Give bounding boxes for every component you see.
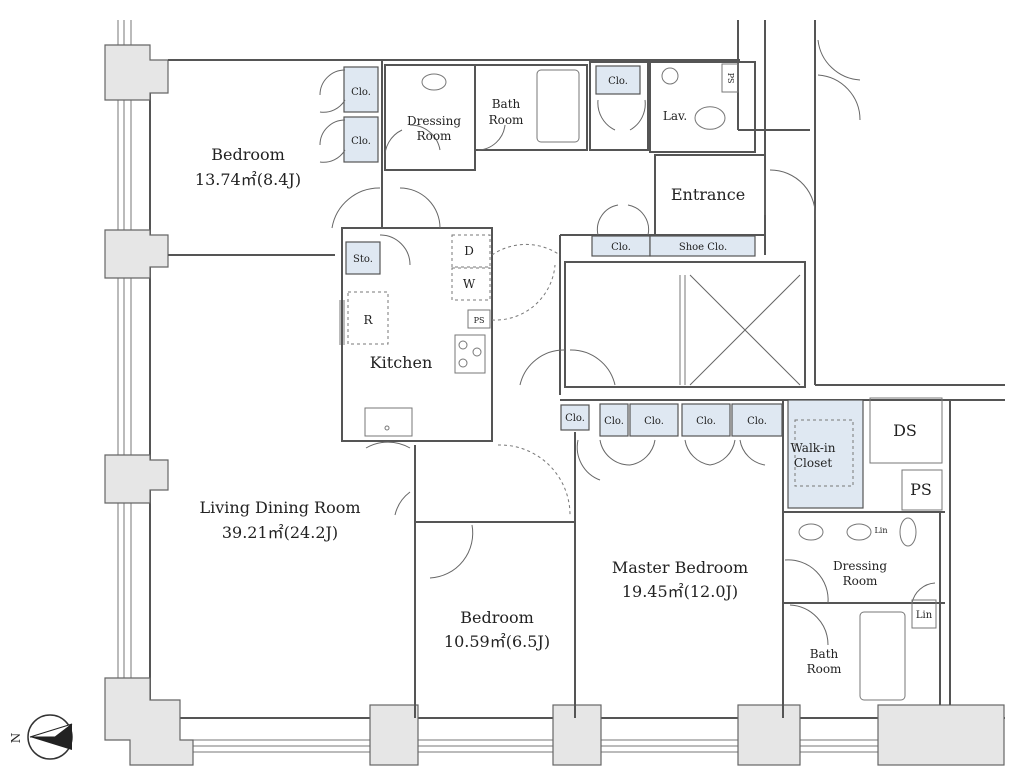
fixtures bbox=[347, 63, 943, 701]
ps-label-kitchen: PS bbox=[474, 316, 485, 325]
kitchen-name: Kitchen bbox=[370, 353, 433, 372]
ps-label-large: PS bbox=[910, 480, 932, 499]
clo-label: Clo. bbox=[604, 416, 624, 427]
sto-label: Sto. bbox=[353, 254, 373, 265]
walkin-line1: Walk-in bbox=[791, 441, 836, 455]
ps-label-lav: PS bbox=[726, 73, 735, 84]
bath2-line2: Room bbox=[807, 662, 842, 676]
bedroom1-name: Bedroom bbox=[211, 145, 285, 164]
master-bedroom-area: 19.45㎡(12.0J) bbox=[622, 582, 738, 601]
clo-label: Clo. bbox=[611, 242, 631, 253]
ldk-area: 39.21㎡(24.2J) bbox=[222, 523, 338, 542]
bedroom2-area: 10.59㎡(6.5J) bbox=[444, 632, 550, 651]
clo-label: Clo. bbox=[696, 416, 716, 427]
bedroom2-name: Bedroom bbox=[460, 608, 534, 627]
closets bbox=[343, 65, 864, 509]
interior-walls bbox=[168, 20, 1005, 718]
washer-label: W bbox=[463, 277, 476, 291]
walkin-line2: Closet bbox=[794, 456, 833, 470]
bath1-line1: Bath bbox=[492, 97, 521, 111]
ds-label: DS bbox=[893, 421, 917, 440]
clo-label: Clo. bbox=[747, 416, 767, 427]
ldk-name: Living Dining Room bbox=[199, 498, 360, 517]
clo-label: Clo. bbox=[565, 413, 585, 424]
entrance-name: Entrance bbox=[671, 185, 745, 204]
clo-label: Clo. bbox=[608, 76, 628, 87]
clo-label: Clo. bbox=[351, 87, 371, 98]
clo-label: Clo. bbox=[351, 136, 371, 147]
lav-name: Lav. bbox=[663, 109, 687, 123]
dressing2-line1: Dressing bbox=[833, 559, 887, 573]
lin-label: Lin bbox=[916, 610, 933, 621]
dressing1-line2: Room bbox=[417, 129, 452, 143]
refrigerator-label: R bbox=[363, 313, 373, 327]
north-compass-icon: N bbox=[9, 714, 73, 760]
bath1-line2: Room bbox=[489, 113, 524, 127]
dishwasher-label: D bbox=[464, 244, 474, 258]
bedroom1-area: 13.74㎡(8.4J) bbox=[195, 170, 301, 189]
doors bbox=[319, 39, 936, 646]
dressing1-line1: Dressing bbox=[407, 114, 461, 128]
master-bedroom-name: Master Bedroom bbox=[612, 558, 748, 577]
structural-columns bbox=[104, 44, 1005, 766]
clo-label: Clo. bbox=[644, 416, 664, 427]
lin-label: Lin bbox=[874, 526, 887, 535]
dressing2-line2: Room bbox=[843, 574, 878, 588]
north-label: N bbox=[9, 733, 23, 744]
exterior-window-wall-left bbox=[117, 20, 151, 700]
bath2-line1: Bath bbox=[810, 647, 839, 661]
shoe-clo-label: Shoe Clo. bbox=[679, 242, 727, 253]
